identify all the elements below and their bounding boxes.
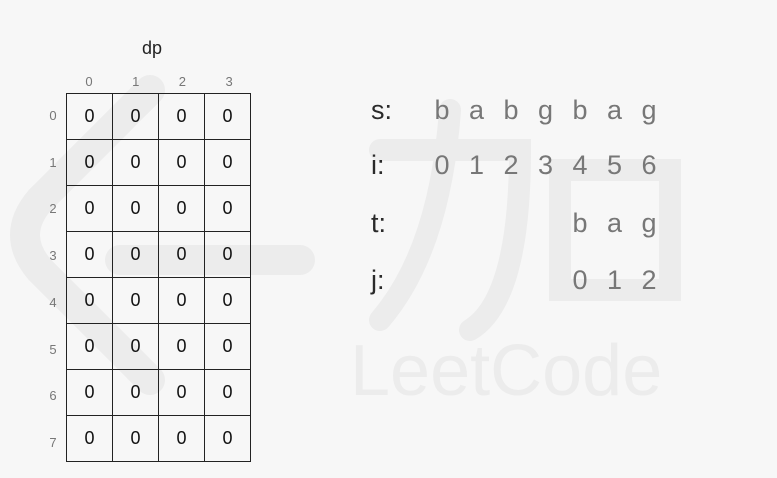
sequence-char-i: 0 (434, 150, 450, 180)
dp-cell: 0 (158, 369, 205, 416)
sequence-char-t: g (641, 208, 657, 238)
sequence-char-s: b (434, 95, 450, 125)
sequence-char-s: b (572, 95, 588, 125)
dp-row-index: 6 (49, 388, 57, 404)
sequence-char-s: g (537, 95, 554, 125)
dp-cell: 0 (158, 277, 205, 324)
dp-column-index: 1 (132, 74, 140, 89)
sequence-char-s: g (641, 95, 657, 125)
dp-cell: 0 (158, 185, 205, 232)
sequence-char-j: 2 (641, 265, 657, 295)
sequence-char-i: 4 (572, 150, 588, 180)
dp-row-index: 1 (49, 154, 57, 170)
dp-cell: 0 (66, 139, 113, 186)
dp-row-index: 7 (49, 434, 57, 450)
sequence-char-i: 3 (537, 150, 554, 180)
sequence-label-t: t: (371, 208, 387, 238)
dp-column-index: 2 (178, 74, 186, 89)
dp-row-index: 3 (49, 248, 57, 264)
dp-cell: 0 (112, 369, 159, 416)
dp-row-index: 5 (49, 341, 57, 357)
dp-cell: 0 (112, 415, 159, 462)
dp-cell: 0 (66, 93, 113, 140)
dp-row-index: 4 (49, 294, 57, 310)
dp-cell: 0 (66, 277, 113, 324)
sequence-char-j: 0 (572, 265, 588, 295)
dp-cell: 0 (112, 277, 159, 324)
dp-cell: 0 (204, 415, 251, 462)
dp-cell: 0 (158, 415, 205, 462)
dp-row-index: 2 (49, 201, 57, 217)
dp-cell: 0 (112, 139, 159, 186)
sequence-char-s: a (468, 95, 485, 125)
dp-cell: 0 (112, 185, 159, 232)
dp-cell: 0 (112, 323, 159, 370)
sequence-label-j: j: (371, 265, 385, 295)
sequence-char-t: b (572, 208, 588, 238)
sequence-label-i: i: (371, 150, 385, 180)
dp-cell: 0 (204, 93, 251, 140)
dp-cell: 0 (66, 369, 113, 416)
sequence-char-s: b (503, 95, 519, 125)
dp-cell: 0 (204, 231, 251, 278)
dp-cell: 0 (204, 185, 251, 232)
dp-row-index: 0 (49, 108, 57, 123)
watermark-text: LeetCode (350, 331, 662, 411)
dp-table-title: dp (142, 38, 163, 58)
dp-cell: 0 (204, 139, 251, 186)
dp-cell: 0 (66, 323, 113, 370)
dp-cell: 0 (158, 139, 205, 186)
sequence-char-s: a (606, 95, 623, 125)
dp-cell: 0 (204, 277, 251, 324)
sequence-char-j: 1 (606, 265, 623, 295)
dp-column-index: 0 (85, 74, 93, 89)
sequence-char-i: 2 (503, 150, 519, 180)
dp-cell: 0 (66, 415, 113, 462)
sequence-label-s: s: (371, 95, 393, 125)
dp-column-index: 3 (225, 74, 233, 89)
dp-cell: 0 (158, 231, 205, 278)
dp-cell: 0 (66, 231, 113, 278)
dp-cell: 0 (204, 369, 251, 416)
dp-cell: 0 (66, 185, 113, 232)
dp-cell: 0 (158, 93, 205, 140)
dp-cell: 0 (158, 323, 205, 370)
sequence-char-i: 1 (468, 150, 485, 180)
dp-cell: 0 (112, 231, 159, 278)
sequence-char-t: a (606, 208, 623, 238)
sequence-char-i: 5 (606, 150, 623, 180)
dp-cell: 0 (204, 323, 251, 370)
sequence-char-i: 6 (641, 150, 657, 180)
dp-cell: 0 (112, 93, 159, 140)
